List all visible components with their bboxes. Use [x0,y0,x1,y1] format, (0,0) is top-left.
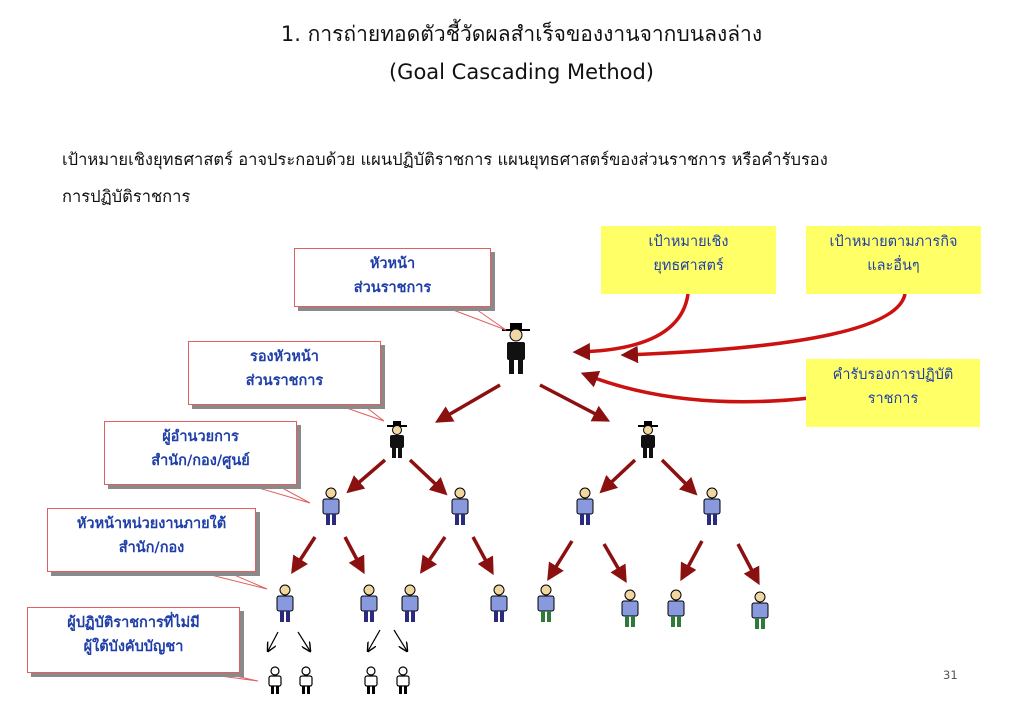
input-strategic-goal: เป้าหมายเชิง ยุทธศาสตร์ [601,226,776,294]
person-unit-head [360,584,378,623]
callout-deputy-head: รองหัวหน้า ส่วนราชการ [188,341,381,405]
callout-staff: ผู้ปฏิบัติราชการที่ไม่มี ผู้ใต้บังคับบัญ… [27,607,240,673]
person-unit-head [276,584,294,623]
person-head-of-agency [501,322,531,375]
person-unit-head [667,589,685,628]
slide-subtitle: (Goal Cascading Method) [388,60,654,84]
person-unit-head [490,584,508,623]
person-staff [299,666,313,695]
person-staff [268,666,282,695]
input-performance-agreement: คำรับรองการปฏิบัติ ราชการ [806,359,980,427]
callout-head-of-agency: หัวหน้า ส่วนราชการ [294,248,491,307]
body-text-line-2: การปฏิบัติราชการ [62,187,191,206]
input-mission-goal: เป้าหมายตามภารกิจ และอื่นๆ [806,226,981,294]
person-director [451,487,469,526]
person-director [576,487,594,526]
callout-unit-head: หัวหน้าหน่วยงานภายใต้ สำนัก/กอง [47,508,256,572]
cascade-arrows [291,383,760,586]
input-arrows [572,293,907,404]
person-director [703,487,721,526]
page-number: 31 [943,668,958,682]
person-staff [396,666,410,695]
person-staff [364,666,378,695]
person-unit-head [401,584,419,623]
person-unit-head [751,591,769,630]
person-unit-head [537,584,555,623]
person-deputy-right [637,420,659,459]
staff-arrows [268,629,407,651]
callout-director: ผู้อำนวยการ สำนัก/กอง/ศูนย์ [104,421,297,485]
slide-title: 1. การถ่ายทอดตัวชี้วัดผลสำเร็จของงานจากบ… [280,22,763,46]
body-text-line-1: เป้าหมายเชิงยุทธศาสตร์ อาจประกอบด้วย แผน… [62,150,828,169]
person-deputy-left [386,420,408,459]
person-director [322,487,340,526]
person-unit-head [621,589,639,628]
